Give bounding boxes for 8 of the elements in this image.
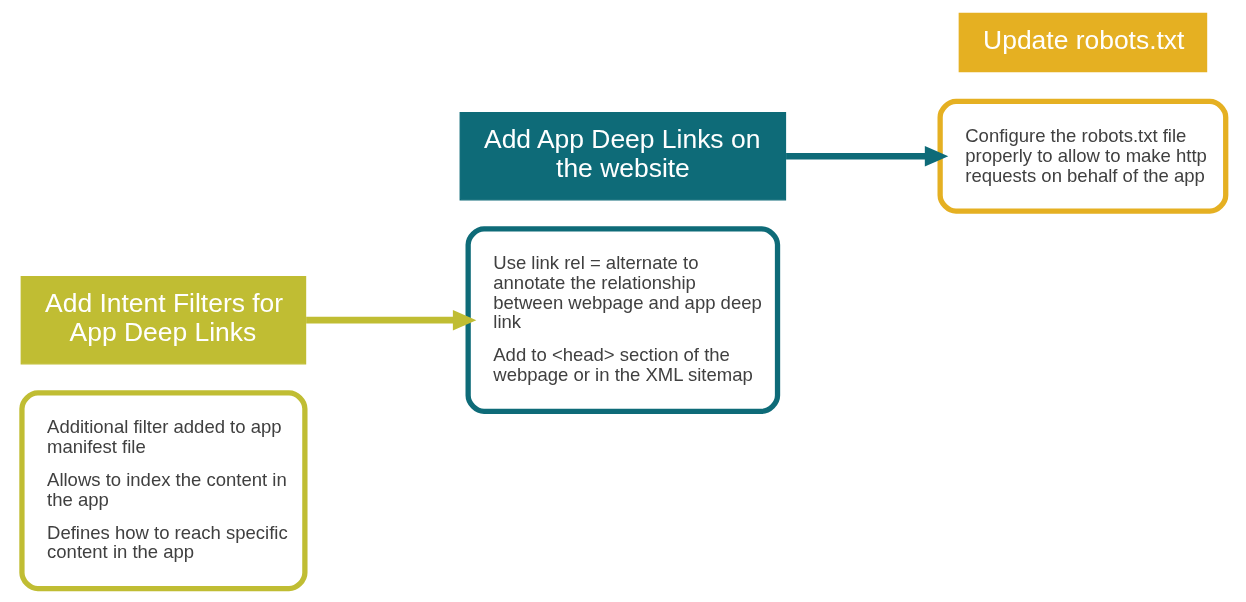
node-box: Configure the robots.txt file properly to allow to make http requests on behalf of the app <box>937 98 1228 214</box>
node-box: Add App Deep Links on the website <box>459 111 786 201</box>
node-box: Add Intent Filters for App Deep Links <box>20 275 306 365</box>
arrow <box>785 145 948 167</box>
node-box: Additional filter added to app manifest file Allows to index the content in the app Defines how to reach specific content in the app <box>18 390 308 592</box>
node-box: Use link rel = alternate to annotate the relationship between webpage and app deep link Add to <head> section of the webpage or in the XML sitemap <box>465 226 780 415</box>
arrow <box>305 309 476 331</box>
node-box: Update robots.txt <box>958 12 1207 73</box>
